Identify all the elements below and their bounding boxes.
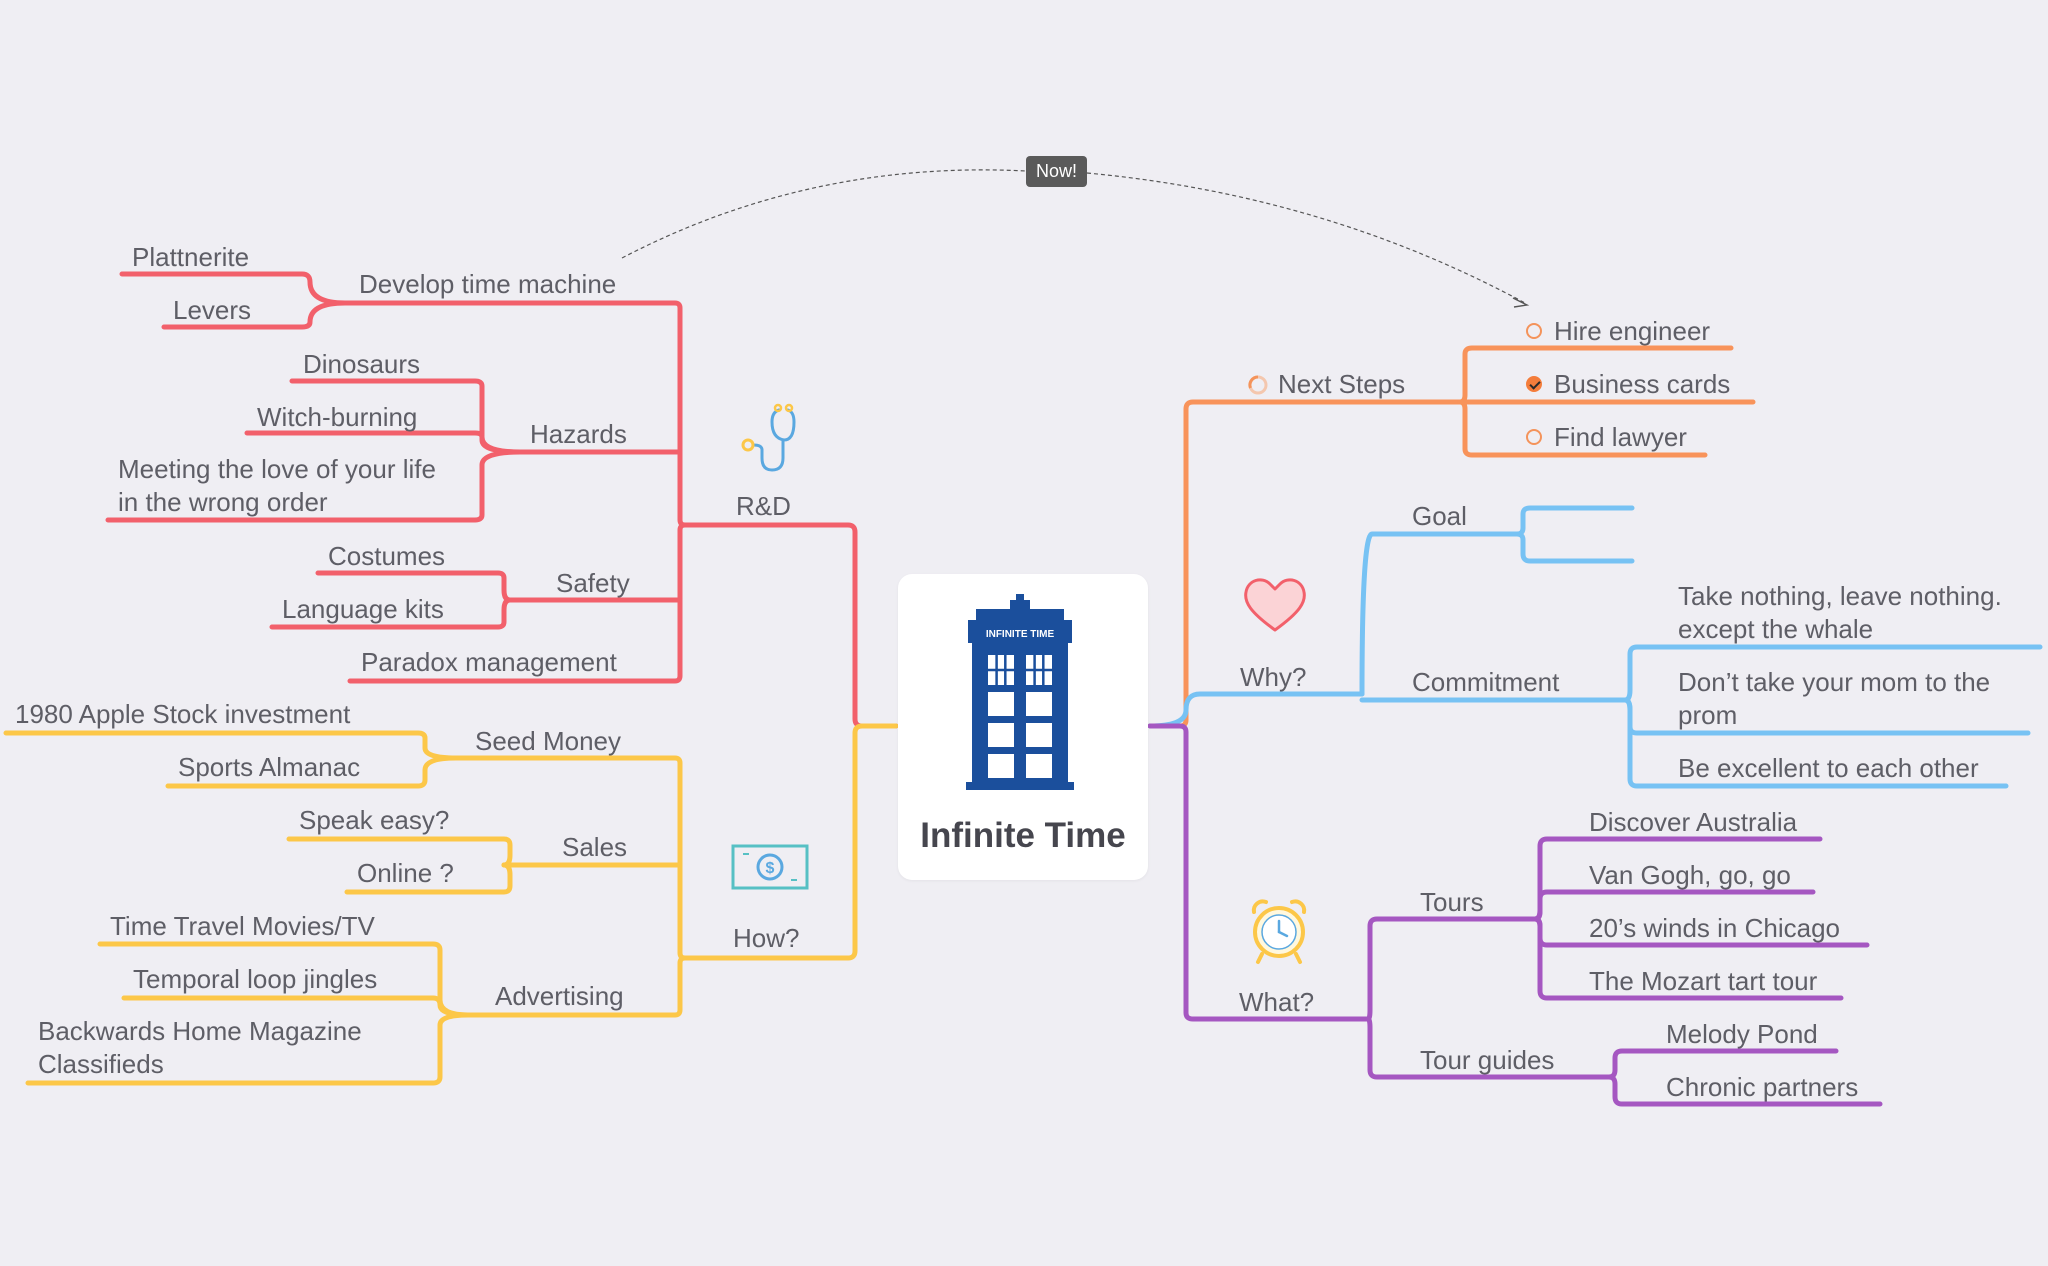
topic-paradox-management[interactable]: Paradox management <box>361 647 617 677</box>
topic-meeting-love[interactable]: Meeting the love of your life in the wro… <box>118 454 436 517</box>
rd-branch-lines <box>105 271 899 729</box>
topic-sports-almanac[interactable]: Sports Almanac <box>178 752 361 782</box>
topic-temporal-loop[interactable]: Temporal loop jingles <box>133 964 378 994</box>
topic-how[interactable]: How? <box>733 923 800 953</box>
topic-mom-prom[interactable]: Don’t take your mom to the prom <box>1678 667 1991 730</box>
stethoscope-icon <box>741 403 796 472</box>
topic-apple-stock[interactable]: 1980 Apple Stock investment <box>15 699 351 729</box>
heart-icon <box>1244 578 1306 632</box>
topic-rd[interactable]: R&D <box>736 491 791 521</box>
why-branch-lines <box>1147 505 2043 789</box>
topic-seed-money[interactable]: Seed Money <box>475 726 621 756</box>
topic-why[interactable]: Why? <box>1240 662 1307 692</box>
topic-take-nothing[interactable]: Take nothing, leave nothing. except the … <box>1678 581 2002 644</box>
central-topic-title: Infinite Time <box>920 816 1126 855</box>
topic-hire-engineer[interactable]: Hire engineer <box>1554 316 1711 346</box>
topic-tours[interactable]: Tours <box>1420 887 1484 917</box>
topic-van-gogh[interactable]: Van Gogh, go, go <box>1589 860 1791 890</box>
topic-costumes[interactable]: Costumes <box>328 541 446 571</box>
topic-sales[interactable]: Sales <box>562 832 628 862</box>
relationship-label[interactable]: Now! <box>1026 156 1087 187</box>
tardis-icon: INFINITE TIME <box>966 594 1074 790</box>
topic-plattnerite[interactable]: Plattnerite <box>132 242 250 272</box>
topic-dinosaurs[interactable]: Dinosaurs <box>303 349 421 379</box>
topic-20s-winds[interactable]: 20’s winds in Chicago <box>1589 913 1840 943</box>
topic-witch-burning[interactable]: Witch-burning <box>257 402 418 432</box>
progress-ring-icon <box>1248 375 1268 395</box>
what-branch-lines <box>1147 723 1883 1107</box>
topic-business-cards[interactable]: Business cards <box>1554 369 1731 399</box>
task-checkbox-hire-engineer[interactable] <box>1526 323 1542 339</box>
topic-next-steps[interactable]: Next Steps <box>1278 369 1406 399</box>
task-checkbox-find-lawyer[interactable] <box>1526 429 1542 445</box>
topic-levers[interactable]: Levers <box>173 295 252 325</box>
svg-text:$: $ <box>766 860 775 877</box>
central-topic[interactable]: INFINITE TIME Infinite Time <box>898 574 1148 880</box>
topic-speak-easy[interactable]: Speak easy? <box>299 805 450 835</box>
topic-safety[interactable]: Safety <box>556 568 630 598</box>
alarm-clock-icon <box>1251 899 1307 964</box>
topic-hazards[interactable]: Hazards <box>530 419 627 449</box>
topic-mozart-tart[interactable]: The Mozart tart tour <box>1589 966 1818 996</box>
topic-melody-pond[interactable]: Melody Pond <box>1666 1019 1818 1049</box>
task-checkbox-business-cards[interactable] <box>1526 376 1542 392</box>
topic-develop-time-machine[interactable]: Develop time machine <box>359 269 617 299</box>
relationship-arrowhead <box>1512 297 1530 308</box>
topic-goal[interactable]: Goal <box>1412 501 1467 531</box>
topic-commitment[interactable]: Commitment <box>1412 667 1560 697</box>
topic-find-lawyer[interactable]: Find lawyer <box>1554 422 1687 452</box>
topic-discover-australia[interactable]: Discover Australia <box>1589 807 1798 837</box>
money-icon: $ <box>731 844 809 890</box>
tardis-sign: INFINITE TIME <box>986 629 1055 640</box>
how-branch-lines <box>3 723 899 1086</box>
topic-time-travel-movies[interactable]: Time Travel Movies/TV <box>110 911 375 941</box>
topic-online[interactable]: Online ? <box>357 858 454 888</box>
relationship-connector[interactable] <box>621 169 1526 304</box>
topic-tour-guides[interactable]: Tour guides <box>1420 1045 1555 1075</box>
topic-advertising[interactable]: Advertising <box>495 981 624 1011</box>
topic-language-kits[interactable]: Language kits <box>282 594 444 624</box>
topic-backwards-home[interactable]: Backwards Home Magazine Classifieds <box>38 1016 362 1079</box>
topic-what[interactable]: What? <box>1239 987 1315 1017</box>
topic-chronic-partners[interactable]: Chronic partners <box>1666 1072 1859 1102</box>
topic-be-excellent[interactable]: Be excellent to each other <box>1678 753 1979 783</box>
